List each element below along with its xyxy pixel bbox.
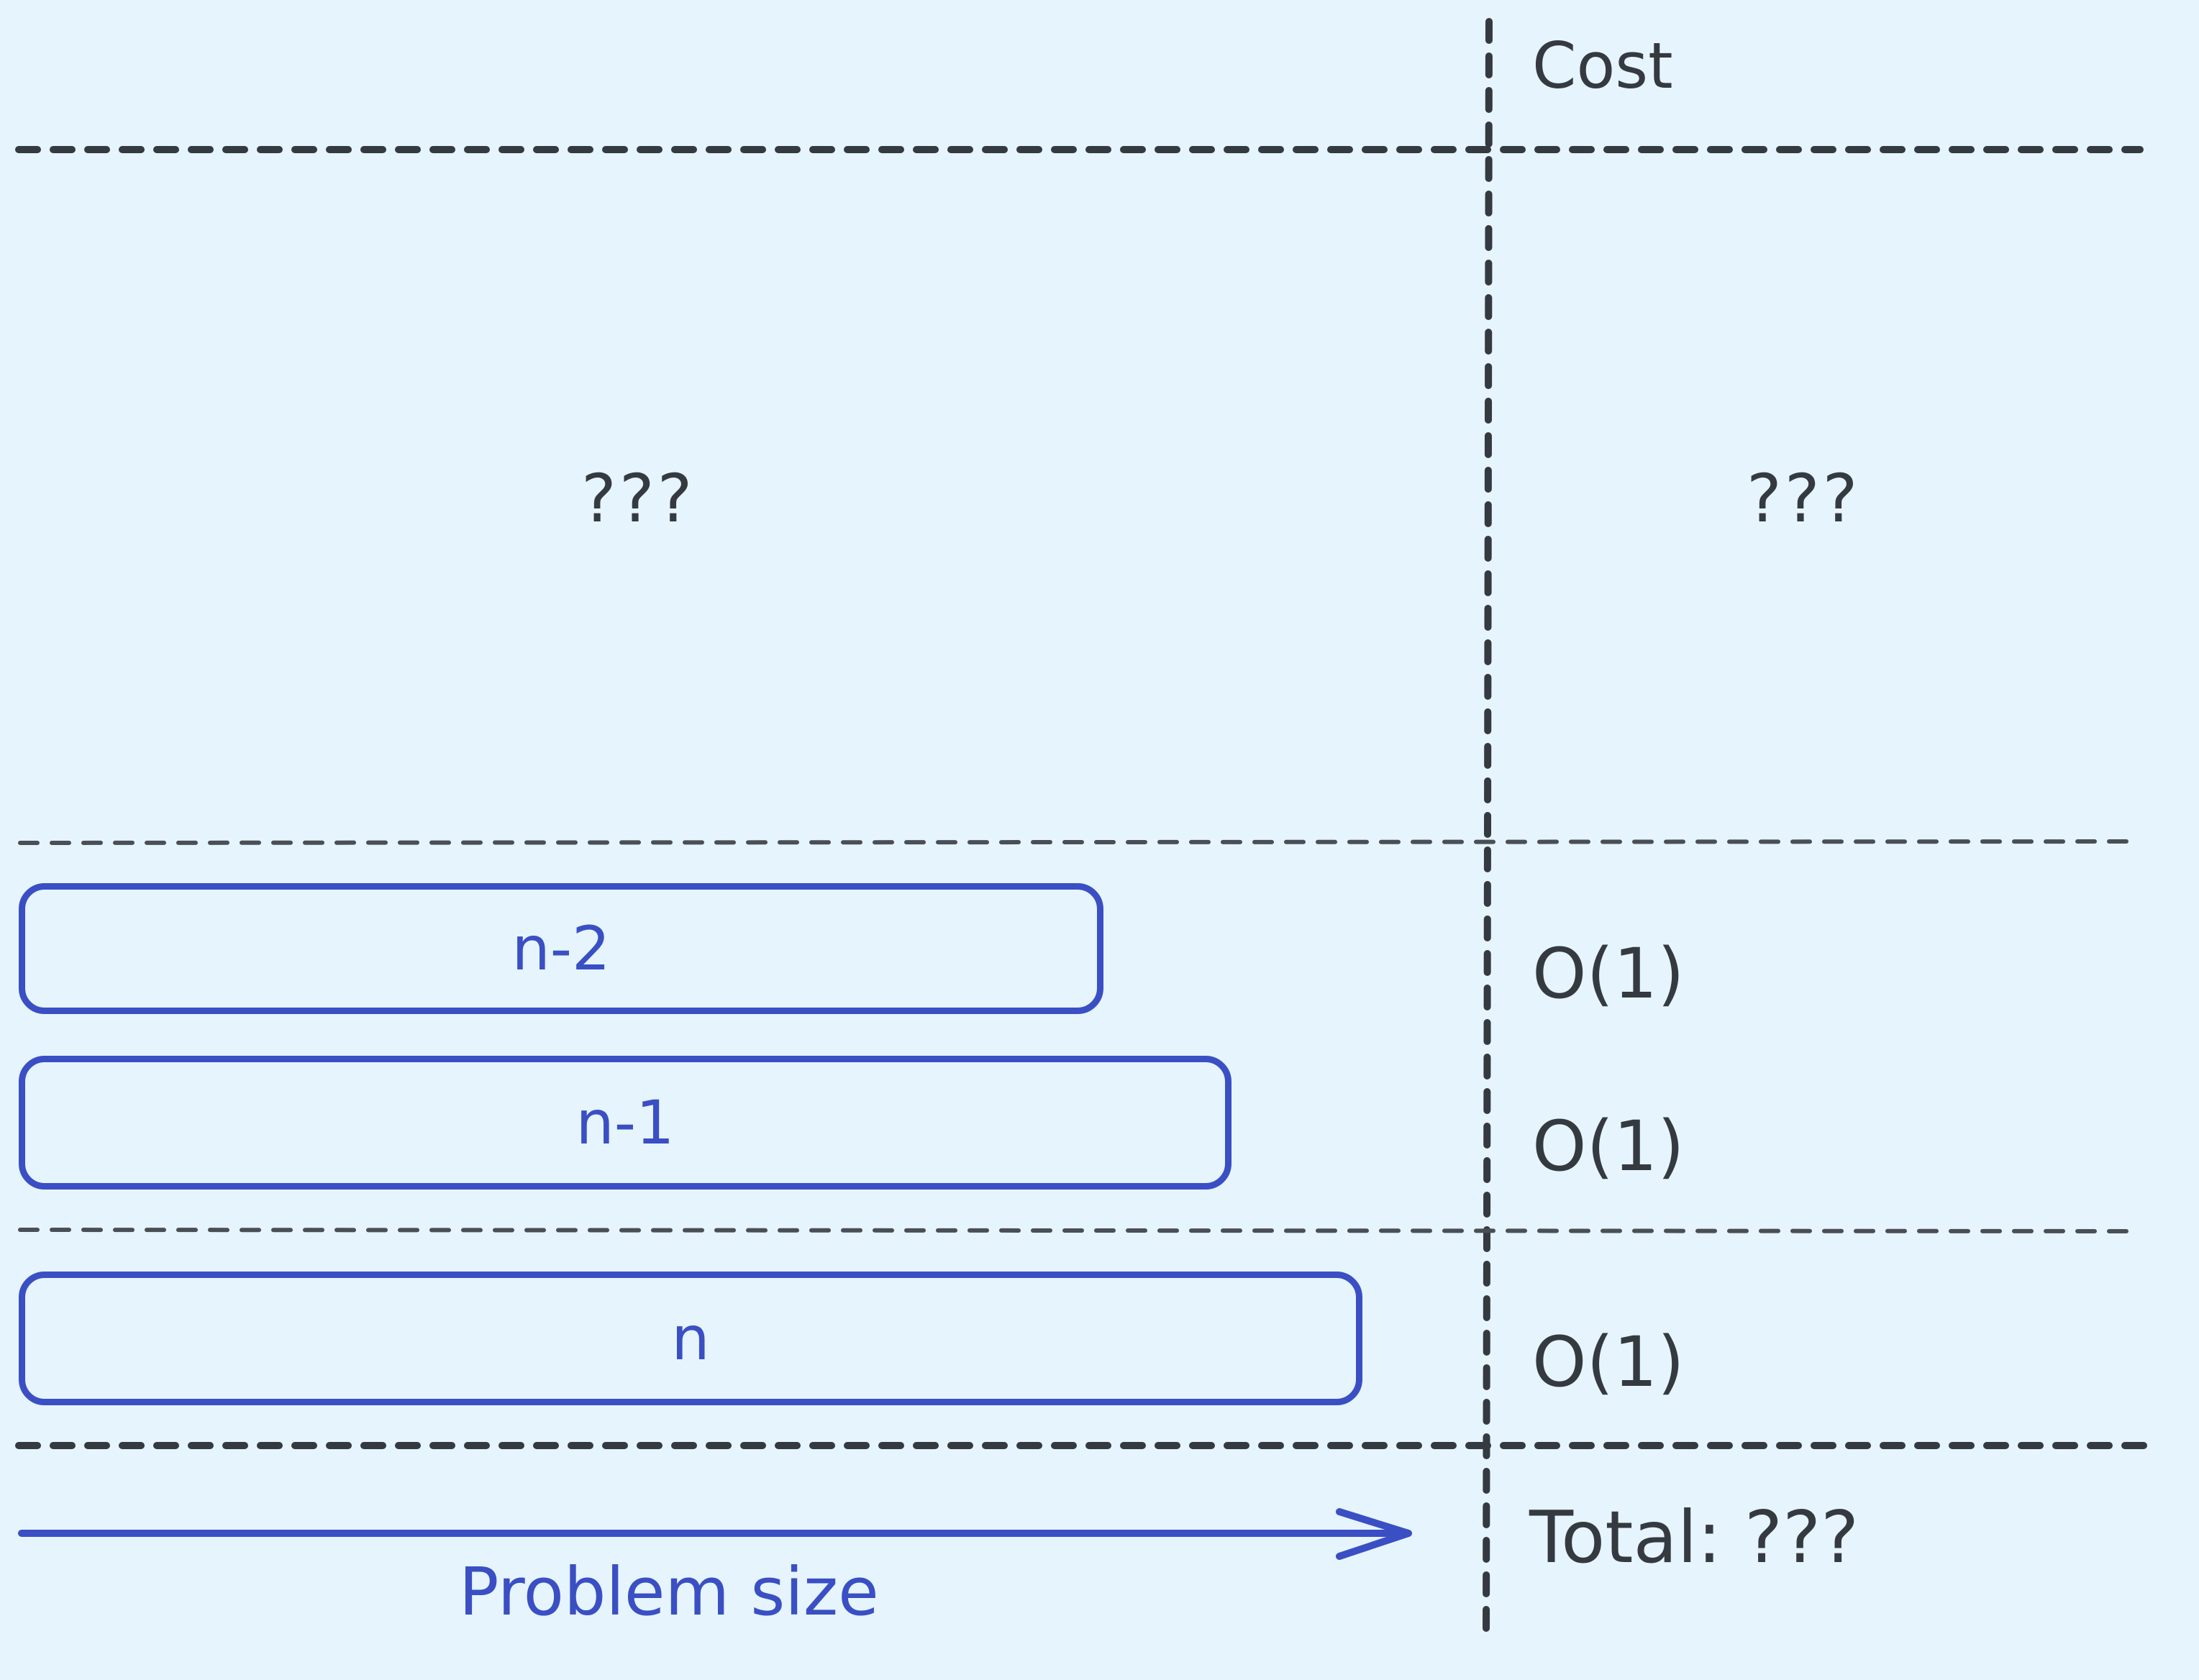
level-box-n: n [19,1272,1362,1405]
level-box-n-minus-1: n-1 [19,1056,1231,1190]
separator-level-n [18,1228,2142,1233]
unknown-cost-label: ??? [1747,460,1861,537]
level-cost-n-minus-1: O(1) [1532,1106,1685,1187]
level-label: n-1 [575,1087,675,1158]
level-box-n-minus-2: n-2 [19,883,1103,1014]
total-cost-label: Total: ??? [1529,1495,1859,1579]
separator-unknown-levels [18,839,2142,845]
unknown-work-label: ??? [581,460,696,537]
cost-column-header: Cost [1532,29,1673,103]
level-label: n [671,1303,710,1374]
problem-size-label: Problem size [459,1553,879,1630]
level-cost-n-minus-2: O(1) [1532,933,1685,1014]
level-cost-n: O(1) [1532,1322,1685,1402]
column-divider [1483,18,1493,1643]
problem-size-arrowhead [1336,1508,1412,1560]
level-label: n-2 [511,913,611,984]
